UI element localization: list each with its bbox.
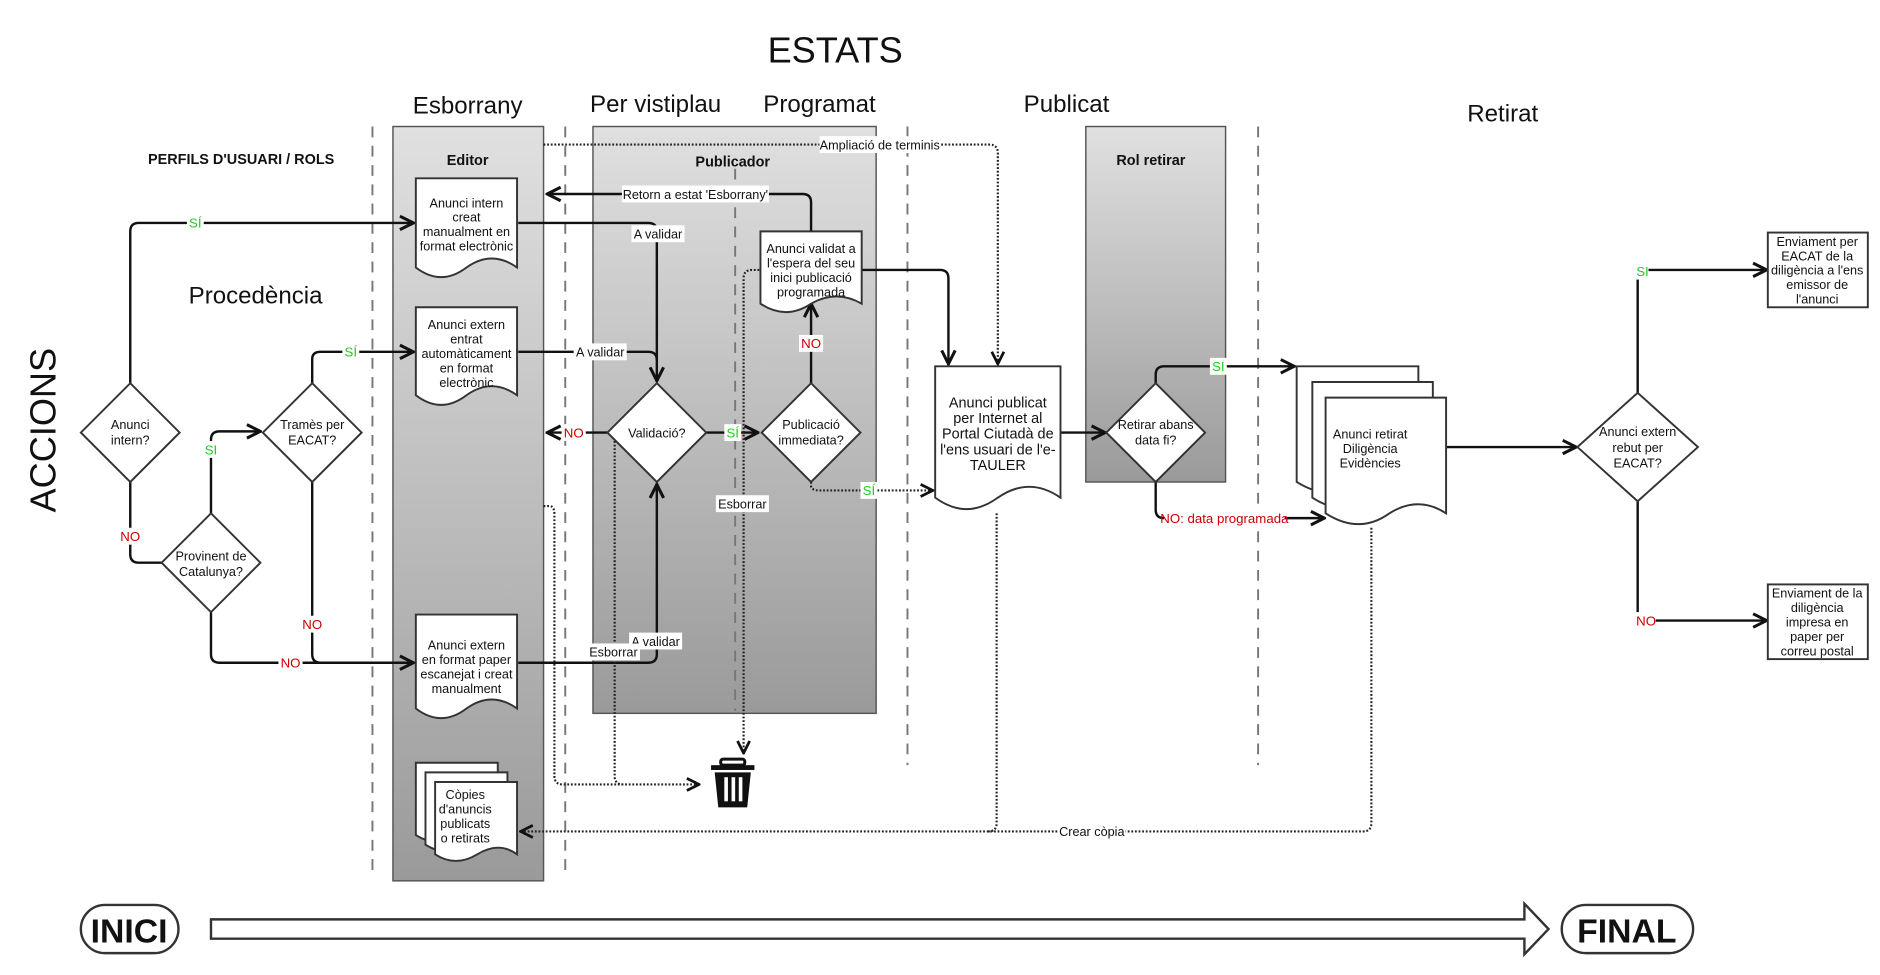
state-publicat: Publicat bbox=[1024, 91, 1110, 118]
label-ampliacio-terminis: Ampliació de terminis bbox=[820, 138, 940, 152]
diagram-title: ESTATS bbox=[768, 30, 903, 71]
svg-text:Validació?: Validació? bbox=[628, 426, 685, 440]
label-crear-copia: Crear còpia bbox=[1059, 825, 1125, 839]
label-no: NO bbox=[281, 656, 301, 671]
label-si: SI bbox=[205, 442, 218, 457]
label-no: NO bbox=[120, 529, 140, 544]
end-terminal: FINAL bbox=[1560, 903, 1695, 955]
trash-icon bbox=[711, 757, 755, 808]
label-si: SI bbox=[1212, 359, 1225, 374]
label-esborrar: Esborrar bbox=[718, 497, 766, 511]
start-terminal: INICI bbox=[79, 903, 180, 955]
actions-title: ACCIONS bbox=[23, 348, 64, 513]
label-no: NO bbox=[1636, 613, 1656, 628]
label-a-validar: A validar bbox=[634, 228, 682, 242]
decision-validacio: Validació? bbox=[606, 381, 708, 484]
label-si: SI bbox=[1636, 264, 1649, 279]
label-si: SÍ bbox=[726, 425, 739, 440]
timeline-arrow bbox=[209, 900, 1551, 958]
dotted-connectors bbox=[521, 143, 1373, 832]
label-a-validar: A validar bbox=[631, 635, 679, 649]
label-no-data-programada: NO: data programada bbox=[1160, 511, 1289, 526]
label-si: SÍ bbox=[345, 345, 358, 360]
connectors bbox=[129, 194, 1766, 663]
role-editor: Editor bbox=[447, 153, 489, 169]
procedencia-label: Procedència bbox=[189, 283, 323, 310]
state-programat: Programat bbox=[763, 91, 876, 118]
label-no: NO bbox=[302, 617, 322, 632]
label-no: NO bbox=[801, 336, 821, 351]
svg-text:INICI: INICI bbox=[91, 912, 168, 950]
label-no: NO bbox=[564, 425, 584, 440]
lane-rol-retirar bbox=[1085, 125, 1227, 483]
role-rol-retirar: Rol retirar bbox=[1116, 153, 1185, 169]
state-esborrany: Esborrany bbox=[413, 92, 523, 119]
state-per-vistiplau: Per vistiplau bbox=[590, 91, 721, 118]
edge-labels: SÍ NO SI SÍ NO NO A validar A validar A … bbox=[119, 136, 1656, 840]
label-esborrar: Esborrar bbox=[589, 646, 637, 660]
label-retorn-esborrany: Retorn a estat 'Esborrany' bbox=[623, 188, 768, 202]
label-si: SÍ bbox=[863, 483, 876, 498]
roles-heading: PERFILS D'USUARI / ROLS bbox=[148, 152, 335, 168]
role-publicador: Publicador bbox=[695, 154, 770, 170]
label-a-validar: A validar bbox=[576, 346, 624, 360]
svg-text:FINAL: FINAL bbox=[1577, 912, 1676, 950]
label-si: SÍ bbox=[189, 216, 202, 231]
state-retirat: Retirat bbox=[1467, 101, 1538, 128]
